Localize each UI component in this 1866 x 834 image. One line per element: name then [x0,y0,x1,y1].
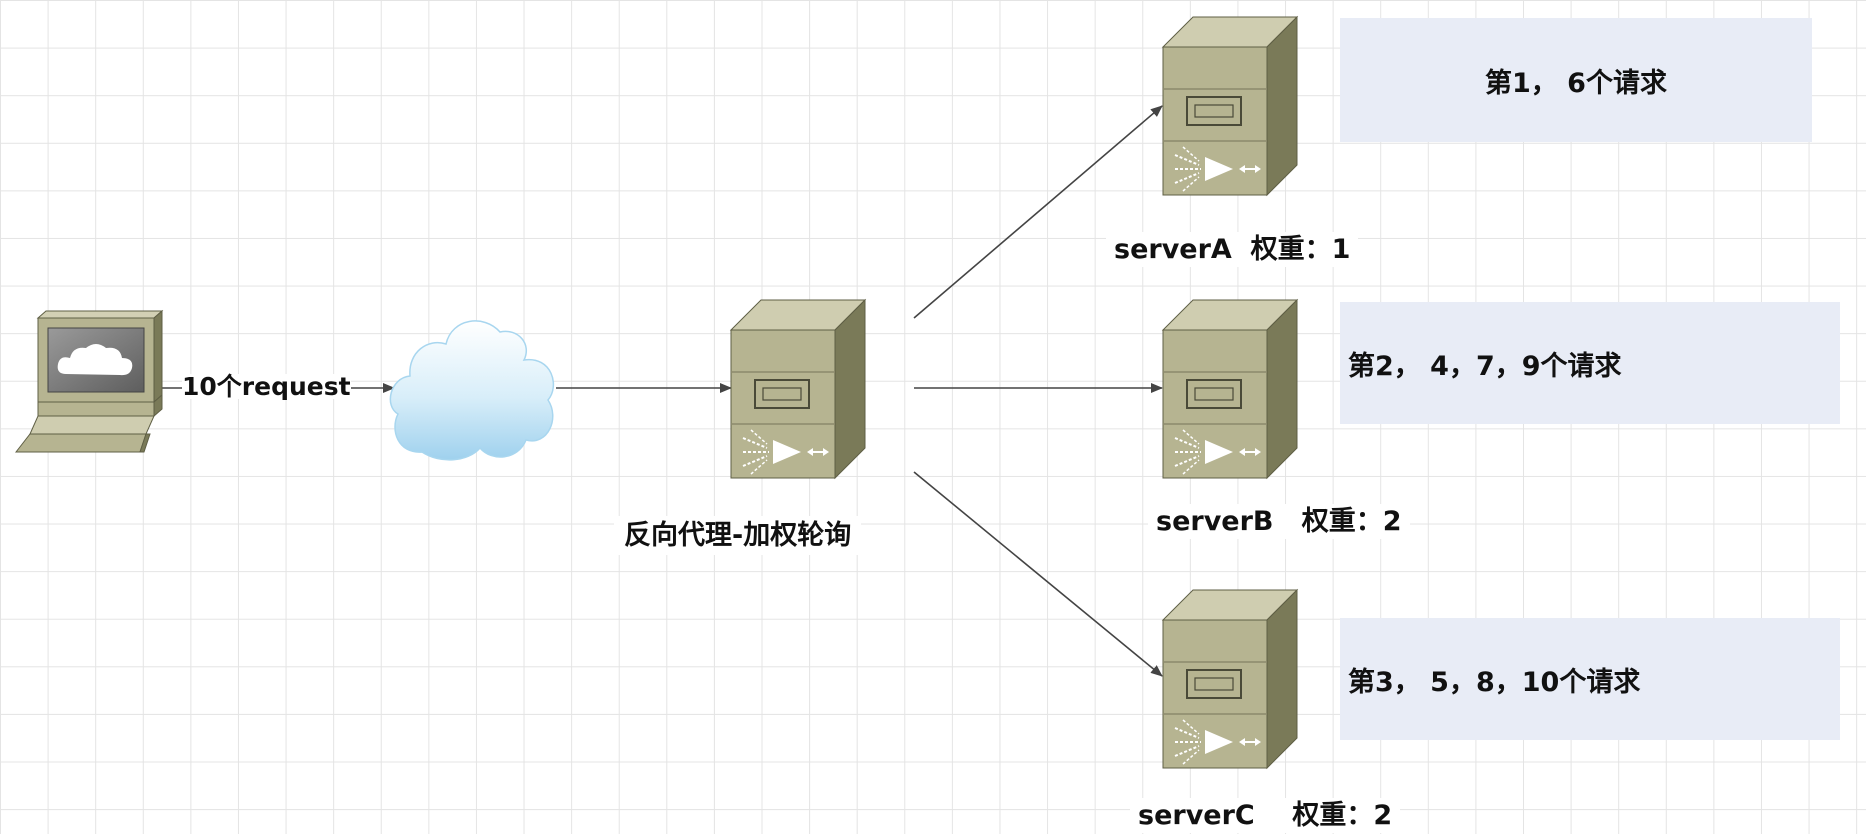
serverC-label: serverC 权重：2 [1130,798,1401,833]
serverA-requests-note: 第1， 6个请求 [1340,18,1812,142]
serverC-icon [1162,589,1298,769]
serverC-requests-text: 第3， 5，8，10个请求 [1348,666,1641,698]
client-request-label: 10个request [182,372,351,401]
laptop-icon [14,309,164,453]
serverA-icon [1162,16,1298,196]
serverA-requests-text: 第1， 6个请求 [1485,67,1667,99]
proxy-to-serverA-arrow [913,105,1163,319]
proxy-label: 反向代理-加权轮询 [614,516,862,555]
cloud-icon [389,320,555,461]
proxy-server-icon [730,299,866,479]
serverB-icon [1162,299,1298,479]
serverB-requests-note: 第2， 4，7，9个请求 [1340,302,1840,424]
proxy-to-serverC-arrow [913,471,1163,677]
serverB-requests-text: 第2， 4，7，9个请求 [1348,350,1622,382]
serverA-label: serverA 权重：1 [1106,232,1359,267]
serverC-requests-note: 第3， 5，8，10个请求 [1340,618,1840,740]
serverB-label: serverB 权重：2 [1148,504,1410,539]
